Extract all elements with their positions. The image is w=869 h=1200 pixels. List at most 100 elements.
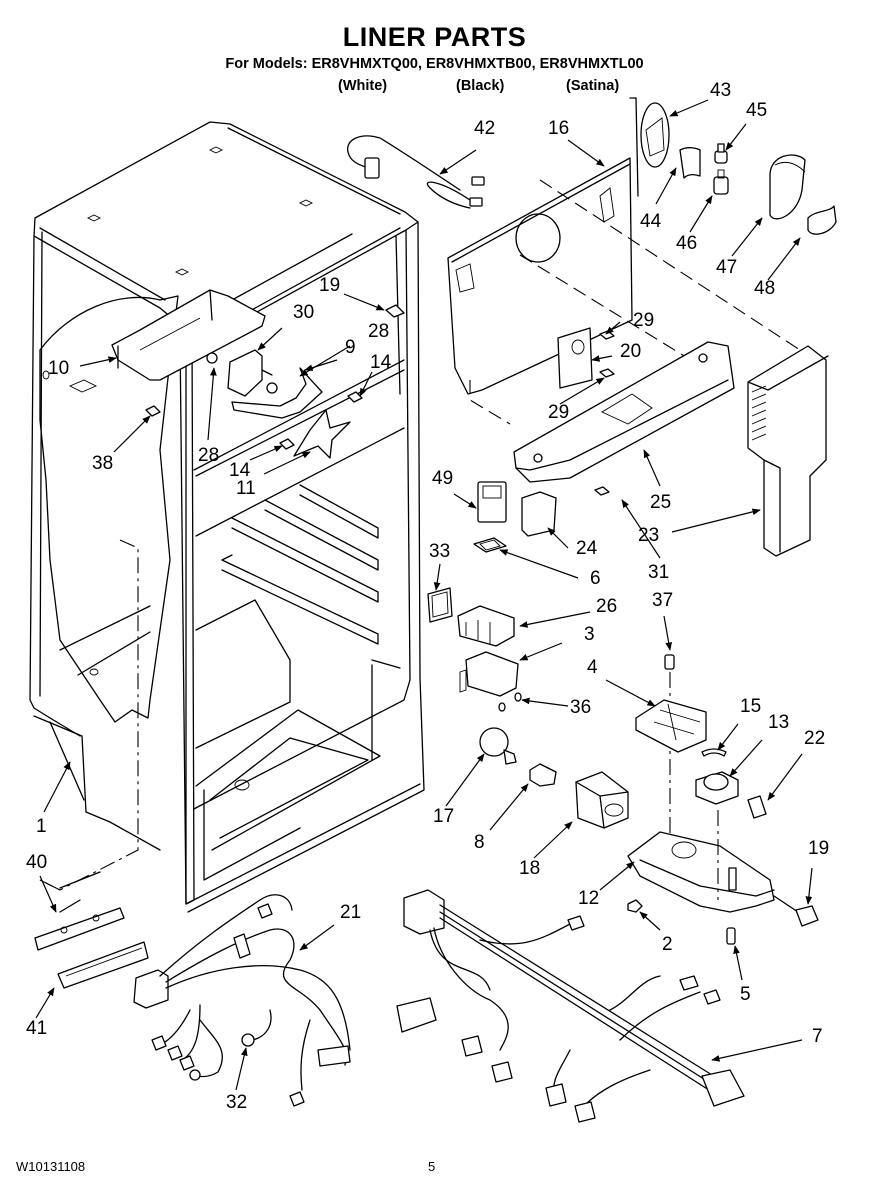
callout-1[interactable]: 1 xyxy=(36,761,71,837)
callout-28[interactable]: 28 xyxy=(299,321,389,377)
part-evaporator-cover[interactable] xyxy=(447,157,801,425)
part-trim-lens-41[interactable] xyxy=(57,941,149,989)
part-fan-blade-11[interactable] xyxy=(293,409,351,459)
callout-19[interactable]: 19 xyxy=(805,838,829,905)
callout-2[interactable]: 2 xyxy=(639,911,673,955)
callout-leader-arrow xyxy=(671,508,761,533)
callout-21[interactable]: 21 xyxy=(299,902,361,951)
part-control-board-4[interactable] xyxy=(635,699,707,753)
part-socket-46[interactable] xyxy=(713,169,729,195)
callout-36[interactable]: 36 xyxy=(521,697,591,718)
callout-number: 19 xyxy=(319,275,340,296)
part-wire-harness-42[interactable] xyxy=(347,135,485,209)
part-label-44[interactable] xyxy=(679,147,701,179)
part-light-bulb-17[interactable] xyxy=(479,727,517,765)
callout-6[interactable]: 6 xyxy=(499,549,601,589)
callout-42[interactable]: 42 xyxy=(439,118,495,175)
callout-43[interactable]: 43 xyxy=(669,80,731,117)
part-air-duct-cover[interactable] xyxy=(513,341,735,483)
part-clip-15[interactable] xyxy=(701,748,727,757)
callout-37[interactable]: 37 xyxy=(652,590,673,651)
callout-32[interactable]: 32 xyxy=(226,1047,248,1113)
callout-41[interactable]: 41 xyxy=(26,987,55,1039)
callout-45[interactable]: 45 xyxy=(725,100,767,151)
callout-22[interactable]: 22 xyxy=(767,728,825,801)
callout-leader-arrow xyxy=(725,123,747,151)
callout-18[interactable]: 18 xyxy=(519,821,573,879)
callout-15[interactable]: 15 xyxy=(717,696,761,751)
part-switch-24[interactable] xyxy=(521,491,557,537)
part-screw-5[interactable] xyxy=(726,927,736,945)
callout-leader-arrow xyxy=(299,345,351,377)
part-control-housing-12[interactable] xyxy=(627,810,799,913)
callout-28[interactable]: 28 xyxy=(198,367,219,466)
callout-14[interactable]: 14 xyxy=(229,445,283,481)
callout-40[interactable]: 40 xyxy=(26,852,57,913)
callout-13[interactable]: 13 xyxy=(729,712,789,777)
callout-14[interactable]: 14 xyxy=(359,352,392,397)
callout-44[interactable]: 44 xyxy=(640,167,677,232)
callout-30[interactable]: 30 xyxy=(257,302,314,351)
callout-4[interactable]: 4 xyxy=(587,657,656,707)
callout-7[interactable]: 7 xyxy=(711,1026,823,1062)
part-bracket-10[interactable] xyxy=(111,289,266,381)
callout-46[interactable]: 46 xyxy=(676,195,713,254)
callout-23[interactable]: 23 xyxy=(638,508,761,546)
callout-12[interactable]: 12 xyxy=(578,861,635,909)
part-led-housing-43[interactable] xyxy=(629,97,670,197)
part-switch-housing-26[interactable] xyxy=(457,605,515,647)
callout-49[interactable]: 49 xyxy=(432,468,477,509)
part-fan-bracket-9[interactable] xyxy=(231,367,323,419)
part-lens-47[interactable] xyxy=(769,154,806,220)
callout-29[interactable]: 29 xyxy=(605,310,654,335)
part-screws-upper[interactable] xyxy=(145,304,405,450)
part-gasket-6[interactable] xyxy=(473,537,507,553)
part-control-duct[interactable] xyxy=(747,345,829,557)
callout-47[interactable]: 47 xyxy=(716,217,763,278)
callout-5[interactable]: 5 xyxy=(733,945,751,1005)
callout-10[interactable]: 10 xyxy=(48,356,117,379)
callout-17[interactable]: 17 xyxy=(433,753,485,827)
callout-11[interactable]: 11 xyxy=(236,451,311,499)
part-trim-40[interactable] xyxy=(34,907,125,951)
callout-20[interactable]: 20 xyxy=(591,341,641,362)
callout-8[interactable]: 8 xyxy=(474,783,529,853)
callout-number: 30 xyxy=(293,302,314,323)
callout-number: 24 xyxy=(576,538,598,559)
callout-48[interactable]: 48 xyxy=(754,237,801,299)
part-light-socket-housing-3[interactable] xyxy=(459,651,519,697)
part-light-shield-18[interactable] xyxy=(575,771,629,829)
part-fan-motor-30[interactable] xyxy=(227,349,273,397)
callout-31[interactable]: 31 xyxy=(621,499,669,583)
callout-26[interactable]: 26 xyxy=(519,596,617,628)
callout-leader-arrow xyxy=(519,642,563,661)
callout-16[interactable]: 16 xyxy=(548,118,605,167)
part-light-socket-8[interactable] xyxy=(529,763,557,787)
part-grommet-28[interactable] xyxy=(206,352,278,394)
callout-9[interactable]: 9 xyxy=(304,337,356,371)
callout-3[interactable]: 3 xyxy=(519,624,595,661)
callout-33[interactable]: 33 xyxy=(429,541,450,591)
callout-29[interactable]: 29 xyxy=(548,377,605,423)
part-screws-29[interactable] xyxy=(594,330,615,496)
part-liner[interactable] xyxy=(29,121,425,913)
part-gasket-33[interactable] xyxy=(427,587,453,623)
part-switch-49[interactable] xyxy=(477,481,507,523)
callout-number: 15 xyxy=(740,696,761,717)
part-screw-2[interactable] xyxy=(627,899,643,913)
part-wire-harness-21[interactable] xyxy=(133,894,351,1107)
part-grommet-plate-20[interactable] xyxy=(557,327,593,389)
part-wire-harness-7[interactable] xyxy=(396,889,745,1123)
part-clip-19-lower[interactable] xyxy=(795,905,819,927)
part-screws-36[interactable] xyxy=(498,692,522,712)
callout-25[interactable]: 25 xyxy=(643,449,671,513)
part-led-bulb-45[interactable] xyxy=(714,143,728,164)
callout-leader-arrow xyxy=(717,723,739,751)
callout-number: 28 xyxy=(368,321,389,342)
callout-24[interactable]: 24 xyxy=(547,527,598,559)
callout-19[interactable]: 19 xyxy=(319,275,385,311)
part-connector-22[interactable] xyxy=(747,795,767,819)
part-thermistor-damper-13[interactable] xyxy=(695,771,739,805)
callout-38[interactable]: 38 xyxy=(92,415,151,474)
part-cover-48[interactable] xyxy=(807,205,837,235)
